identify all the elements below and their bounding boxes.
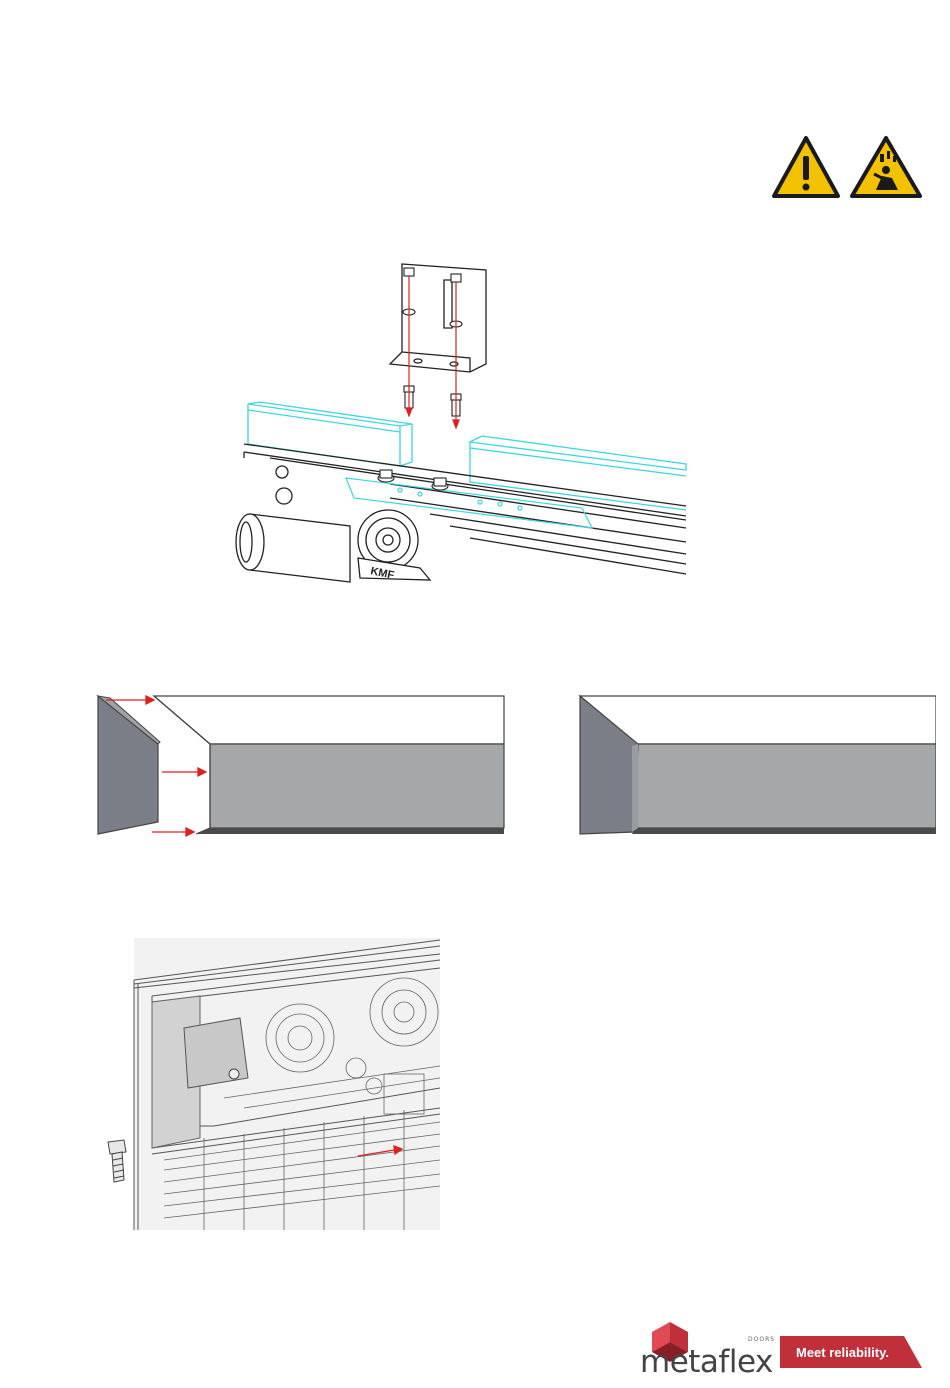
mounting-bracket: [390, 264, 486, 372]
brand-name: metaflex: [640, 1344, 773, 1380]
general-warning-icon: [774, 138, 838, 196]
end-cap: [98, 696, 160, 834]
profile-cover: [154, 696, 504, 834]
tagline-text: Meet reliability.: [796, 1345, 889, 1360]
tagline-banner: Meet reliability.: [780, 1336, 922, 1368]
warning-icons: [772, 134, 924, 202]
bracket-mounting-figure: KMF: [230, 258, 690, 588]
falling-object-warning-icon: [852, 138, 920, 196]
bolt-insertion-figure: [104, 938, 440, 1230]
end-cap-after-figure: [574, 686, 936, 838]
end-cap-before-figure: [92, 686, 506, 838]
brand-logo: DOORS metaflex: [640, 1322, 780, 1384]
brand-sub-label: DOORS: [748, 1336, 775, 1343]
right-profile-highlight: [470, 436, 686, 510]
hex-bolt: [108, 1140, 126, 1182]
motor: [236, 466, 350, 582]
